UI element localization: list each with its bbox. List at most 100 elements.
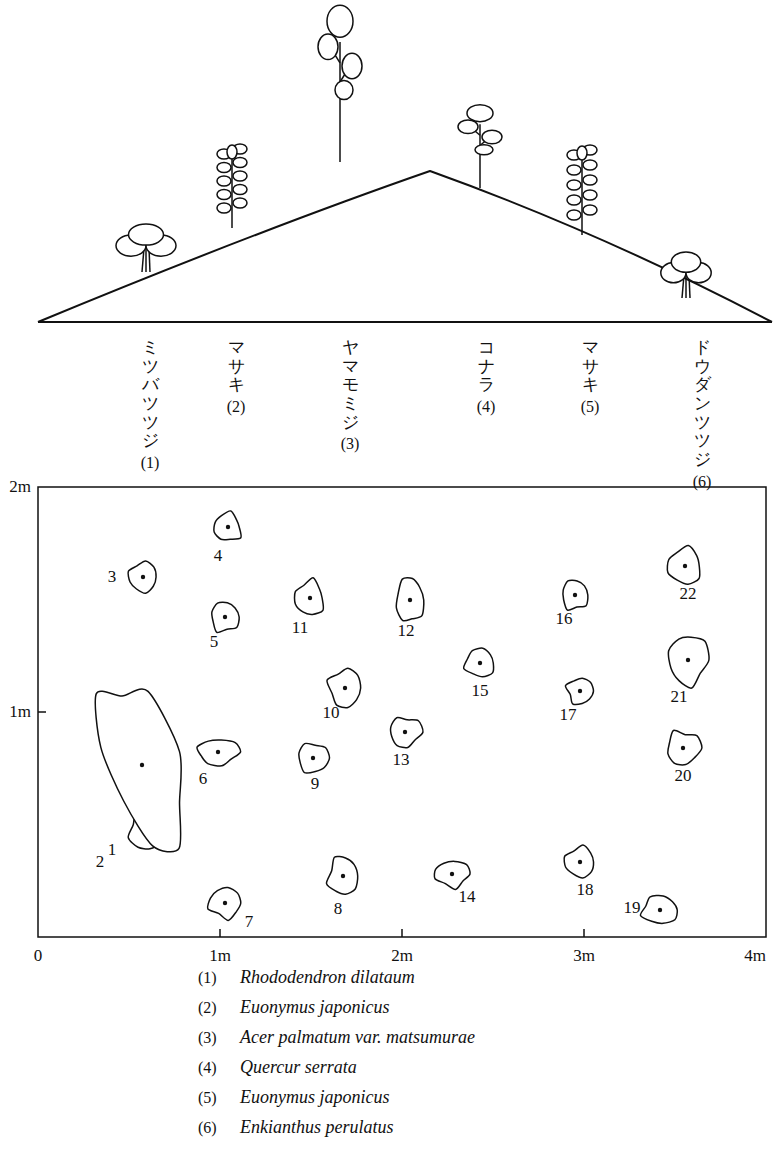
axis-label: 1m	[9, 703, 31, 722]
shrub-sketch	[661, 252, 711, 298]
crown-outline	[464, 648, 494, 677]
species-name: Euonymus japonicus	[240, 998, 389, 1018]
stem-point	[311, 756, 315, 760]
plant-crowns	[95, 511, 709, 924]
crown-shape	[667, 546, 700, 585]
plant-number: 5	[210, 633, 219, 652]
crown-shape	[563, 580, 588, 610]
axis-label: 2m	[9, 478, 31, 497]
leaf-clump	[583, 190, 597, 200]
stem-point	[686, 658, 690, 662]
plant-number: 7	[245, 913, 254, 932]
crown-shape	[327, 668, 361, 708]
species-name: Euonymus japonicus	[240, 1088, 389, 1108]
vertical-species-name: コナラ	[478, 338, 495, 394]
crown-outline	[564, 845, 593, 878]
legend-number: (6)	[198, 1119, 217, 1137]
leaf-clump	[577, 146, 587, 160]
plant-number: 11	[292, 619, 308, 638]
leaf-clump	[567, 165, 581, 175]
leaf-clump	[335, 80, 353, 99]
plant-number: 6	[199, 770, 208, 789]
leaf-clump	[227, 145, 237, 159]
crown-shape	[434, 861, 470, 889]
trunk	[479, 124, 481, 188]
leaf-clump	[217, 176, 231, 186]
crown-outline	[208, 887, 241, 920]
plant-number: 1	[108, 841, 117, 860]
crown-outline	[326, 856, 357, 894]
crown-outline	[391, 718, 423, 748]
leaf-clump	[583, 175, 597, 185]
leaf-clump	[475, 145, 493, 155]
plant-number: 9	[311, 775, 320, 794]
leaf-clump	[458, 120, 478, 134]
leaf-clump	[217, 190, 231, 200]
crown-outline	[640, 896, 677, 924]
crown-outline	[396, 578, 424, 621]
legend-number: (1)	[198, 969, 217, 987]
crown-shape	[668, 730, 702, 765]
stem-point	[140, 763, 144, 767]
crown-outline	[563, 580, 588, 610]
stem-point	[216, 750, 220, 754]
species-name: Quercur serrata	[240, 1058, 357, 1078]
crown-shape	[128, 561, 156, 593]
axis-label: 2m	[391, 947, 413, 966]
leaf-clump	[567, 180, 581, 190]
vertical-species-name: ドウダンツツジ	[694, 338, 711, 469]
leaf-clump	[129, 224, 164, 245]
stem-point	[681, 746, 685, 750]
species-name: Acer palmatum var. matsumurae	[240, 1028, 475, 1048]
tree-sketch	[318, 5, 362, 162]
plant-number: 18	[577, 881, 594, 900]
crown-shape	[326, 856, 357, 894]
plant-number: 10	[323, 704, 340, 723]
species-name: Rhododendron dilataum	[240, 968, 415, 988]
plant-number: 2	[96, 853, 105, 872]
leafy-stem-sketch	[217, 144, 247, 228]
crown-shape	[208, 887, 241, 920]
crown-shape	[214, 511, 241, 540]
crown-outline	[667, 546, 700, 585]
leaf-clump	[217, 163, 231, 173]
crown-shape	[212, 602, 239, 632]
crown-shape	[197, 740, 241, 766]
crown-shape	[564, 845, 593, 878]
shrub-sketch	[116, 224, 176, 272]
plant-number: 8	[334, 900, 343, 919]
trunk	[339, 42, 341, 162]
crown-outline	[565, 678, 593, 704]
leaf-clump	[233, 185, 247, 195]
stem-point	[223, 901, 227, 905]
hill-profile	[38, 171, 772, 322]
stem-point	[573, 593, 577, 597]
leaf-clump	[482, 130, 502, 144]
plot-frame	[38, 487, 766, 937]
crown-outline	[212, 602, 239, 632]
leaf-clump	[217, 203, 231, 213]
crown-shape	[299, 743, 330, 773]
crown-shape	[391, 718, 423, 748]
axis-label: 1m	[209, 947, 231, 966]
plant-number: 3	[108, 568, 117, 587]
species-number: (1)	[141, 454, 160, 472]
vertical-species-name: マサキ	[228, 338, 245, 394]
plant-number: 15	[472, 682, 489, 701]
crown-outline	[327, 668, 361, 708]
stem-point	[408, 598, 412, 602]
leaf-clump	[327, 5, 353, 37]
tree-sketch	[458, 105, 502, 188]
legend-number: (5)	[198, 1089, 217, 1107]
stem-point	[226, 525, 230, 529]
plant-number: 4	[214, 547, 223, 566]
stem-point	[308, 596, 312, 600]
leaf-clump	[583, 160, 597, 170]
species-number: (5)	[581, 398, 600, 416]
stem-point	[403, 730, 407, 734]
crown-outline	[197, 740, 241, 766]
plant-number: 17	[560, 706, 577, 725]
plant-number: 22	[680, 585, 697, 604]
leaf-clump	[233, 158, 247, 168]
crown-outline	[668, 730, 702, 765]
